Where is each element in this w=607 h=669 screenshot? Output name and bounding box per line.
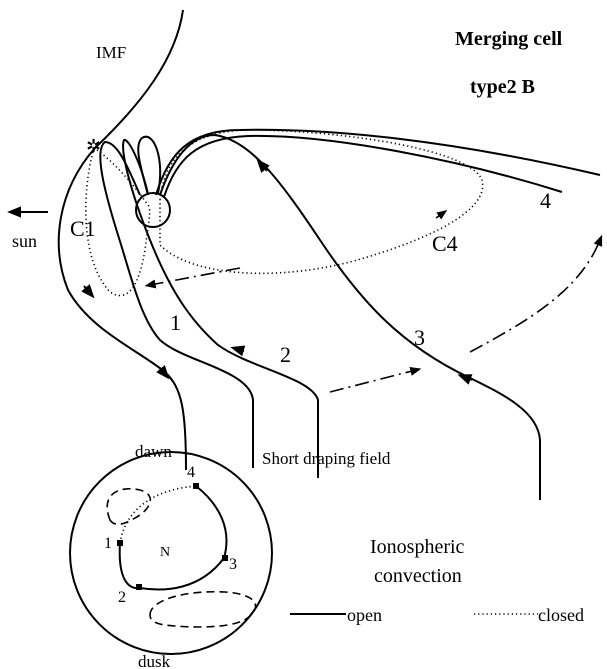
polar-point-4 [193,483,199,489]
field-line-4b [164,136,562,197]
legend-closed-label: closed [538,605,584,625]
reconnection-star-icon: ✲ [86,136,101,156]
convection-arrow-upper [470,240,600,352]
field-line-2-arrow [237,349,244,351]
polar-label-1: 1 [104,535,112,552]
line-3-label: 3 [414,325,425,350]
polar-outer-circle [70,452,272,654]
field-line-3 [160,135,540,500]
line-2-label: 2 [280,342,291,367]
legend: Ionospheric convection open closed [290,536,584,625]
field-line-3-loop [138,137,160,195]
short-draping-label: Short draping field [262,449,391,468]
polar-map: N 1 2 3 4 dawn dusk [70,442,272,669]
polar-label-3: 3 [229,556,237,573]
polar-point-3 [222,555,228,561]
field-line-1 [100,142,253,468]
line-1-label: 1 [170,310,181,335]
field-line-2 [123,140,318,478]
polar-label-2: 2 [118,589,126,606]
polar-open-boundary [120,486,227,590]
c4-arrow [436,213,443,218]
polar-closed-boundary [120,486,196,543]
imf-label: IMF [96,43,126,62]
title-line2: type2 B [470,76,535,98]
dawn-label: dawn [135,442,172,461]
convection-arrow-lower [330,370,416,392]
c4-label: C4 [432,231,458,256]
legend-open-label: open [347,605,382,625]
title-line1: Merging cell [455,28,563,50]
polar-point-2 [136,584,142,590]
imf-arrow-upper [84,286,90,293]
sun-label: sun [12,231,37,251]
legend-title-line1: Ionospheric [370,536,465,558]
polar-pole-label: N [160,545,170,560]
polar-point-1 [117,540,123,546]
c1-label: C1 [70,216,96,241]
polar-dashed-cell-lower [150,592,256,627]
legend-title-line2: convection [374,565,462,587]
polar-label-4: 4 [187,464,195,481]
dusk-label: dusk [138,652,171,669]
flux-tube-circle [136,193,170,227]
line-4-label: 4 [540,188,551,213]
